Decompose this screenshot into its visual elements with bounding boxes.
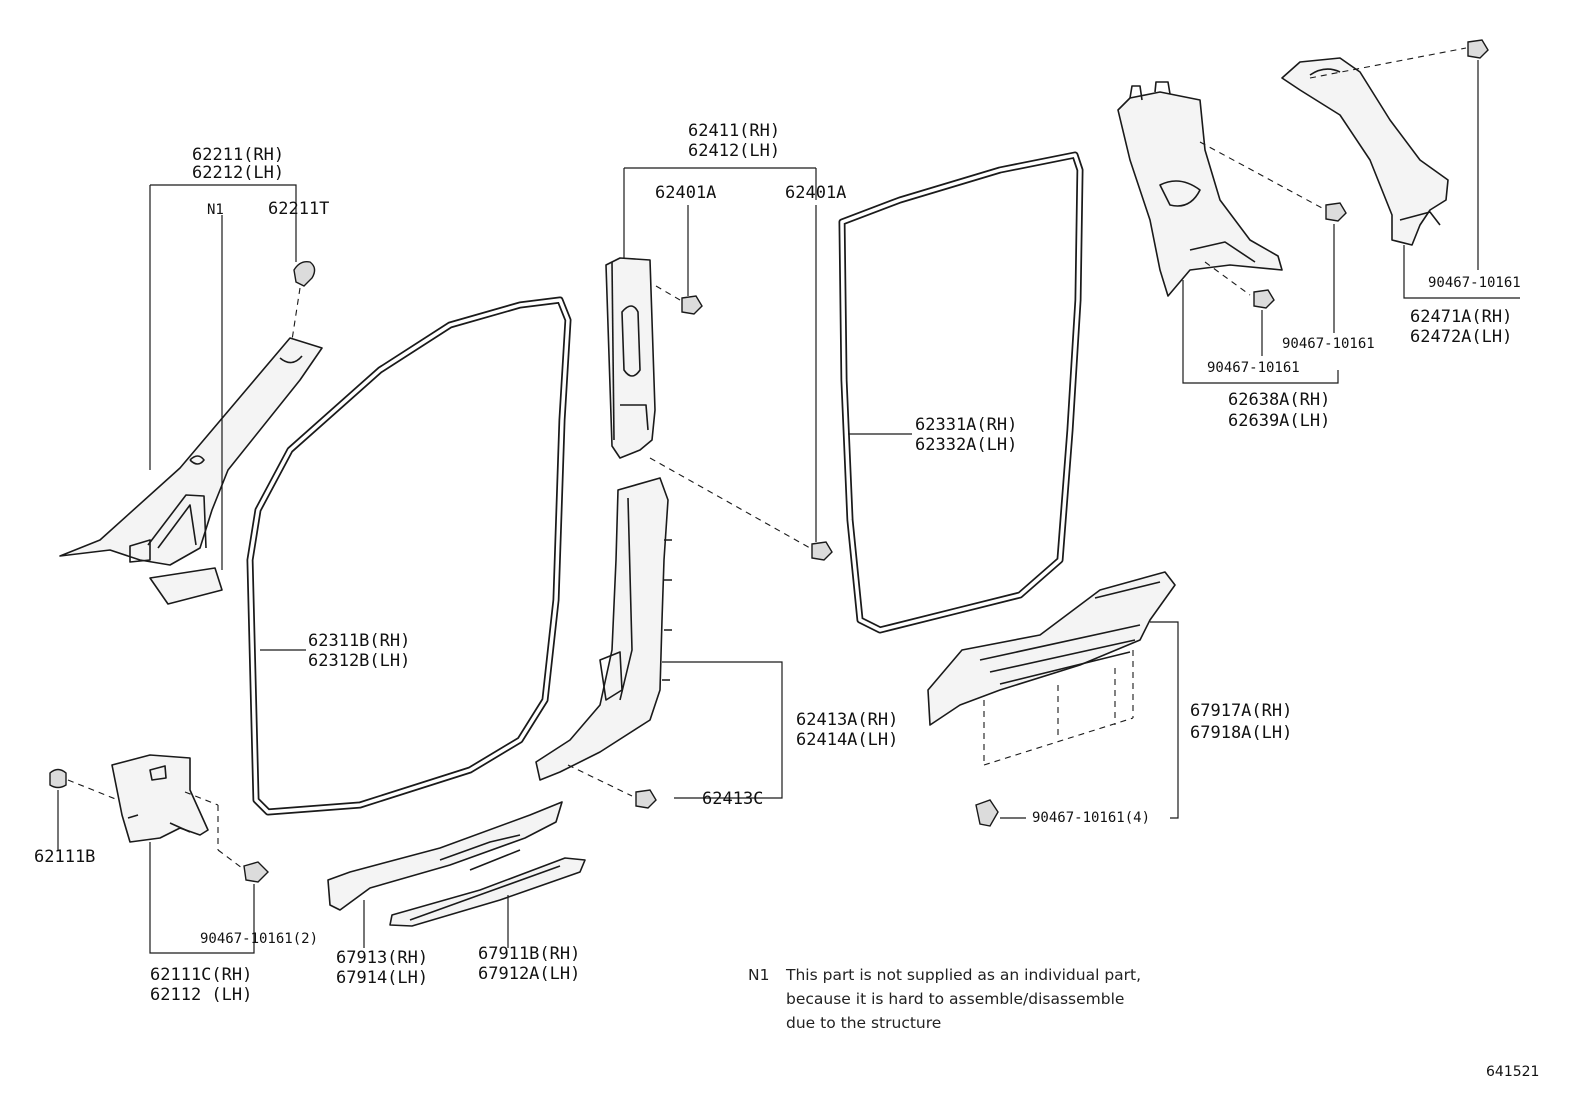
clip-62401a-left-icon [655, 285, 703, 315]
label-62112-lh: 62112 (LH) [150, 985, 252, 1005]
label-67918a-lh: 67918A(LH) [1190, 723, 1292, 743]
clip-62211t-icon [291, 260, 316, 341]
quarter-pillar-garnish-part [1281, 57, 1449, 246]
diagram-code: 641521 [1486, 1064, 1539, 1080]
label-67914-lh: 67914(LH) [336, 968, 428, 988]
note-line-2: because it is hard to assemble/disassemb… [786, 990, 1124, 1008]
clip-line-joint [983, 717, 1134, 766]
leader-62211 [150, 184, 297, 262]
label-62212-lh: 62212(LH) [192, 163, 284, 183]
label-90467-10161-mid: 90467-10161 [1282, 336, 1375, 352]
label-62471a-rh: 62471A(RH) [1410, 307, 1512, 327]
part-labels: 62211(RH) 62212(LH) N1 62211T 62411(RH) … [34, 121, 1521, 1005]
label-67913-rh: 67913(RH) [336, 948, 428, 968]
label-90467-10161-top: 90467-10161 [1428, 275, 1521, 291]
label-62401a-right: 62401A [785, 183, 846, 203]
leader-62471a [1403, 245, 1520, 299]
leader-62413a [662, 661, 783, 799]
cowl-side-trim-part [111, 754, 209, 843]
label-62111c-rh: 62111C(RH) [150, 965, 252, 985]
label-67917a-rh: 67917A(RH) [1190, 701, 1292, 721]
label-62472a-lh: 62472A(LH) [1410, 327, 1512, 347]
label-62111b: 62111B [34, 847, 95, 867]
rear-door-weatherstrip-part [838, 151, 1084, 634]
front-door-weatherstrip-part [246, 296, 572, 816]
label-90467-10161-4: 90467-10161(4) [1032, 810, 1150, 826]
label-62211t: 62211T [268, 199, 329, 219]
label-62414a-lh: 62414A(LH) [796, 730, 898, 750]
leader-67917a [1150, 621, 1179, 819]
leader-62111c [149, 842, 255, 954]
label-62311b-rh: 62311B(RH) [308, 631, 410, 651]
label-62331a-rh: 62331A(RH) [915, 415, 1017, 435]
center-pillar-lower-garnish-part [535, 477, 672, 781]
label-62412-lh: 62412(LH) [688, 141, 780, 161]
footnote-n1: N1 This part is not supplied as an indiv… [748, 966, 1141, 1032]
label-62639a-lh: 62639A(LH) [1228, 411, 1330, 431]
note-line-1: This part is not supplied as an individu… [785, 966, 1141, 984]
label-90467-10161-center: 90467-10161 [1207, 360, 1300, 376]
clip-62401a-right-icon [649, 457, 833, 561]
label-90467-10161-2: 90467-10161(2) [200, 931, 318, 947]
clip-62638a-upper-icon [1199, 141, 1347, 222]
label-62413a-rh: 62413A(RH) [796, 710, 898, 730]
label-62332a-lh: 62332A(LH) [915, 435, 1017, 455]
note-marker: N1 [748, 966, 769, 984]
front-scuff-plate-inner-part [327, 801, 563, 911]
a-pillar-garnish-part [59, 337, 323, 605]
clip-62413c-icon [567, 764, 657, 809]
clip-62111b-icon [49, 768, 119, 801]
label-62638a-rh: 62638A(RH) [1228, 390, 1330, 410]
clip-62111c-lower-icon [184, 791, 269, 883]
clip-67917a-icon [975, 799, 999, 827]
center-pillar-upper-garnish-part [605, 257, 656, 459]
label-62211-rh: 62211(RH) [192, 145, 284, 165]
clip-62638a-lower-icon [1204, 261, 1275, 309]
rear-pillar-garnish-part [1117, 81, 1283, 297]
label-62401a-left: 62401A [655, 183, 716, 203]
label-67912a-lh: 67912A(LH) [478, 964, 580, 984]
note-line-3: due to the structure [786, 1014, 941, 1032]
leader-62638a [1182, 280, 1339, 384]
label-62413c: 62413C [702, 789, 763, 809]
rear-scuff-plate-part [927, 571, 1176, 726]
front-scuff-plate-outer-part [389, 857, 586, 927]
label-67911b-rh: 67911B(RH) [478, 944, 580, 964]
label-62411-rh: 62411(RH) [688, 121, 780, 141]
label-n1-marker: N1 [207, 202, 224, 218]
label-62312b-lh: 62312B(LH) [308, 651, 410, 671]
clip-62471a-top-icon [1309, 39, 1489, 79]
